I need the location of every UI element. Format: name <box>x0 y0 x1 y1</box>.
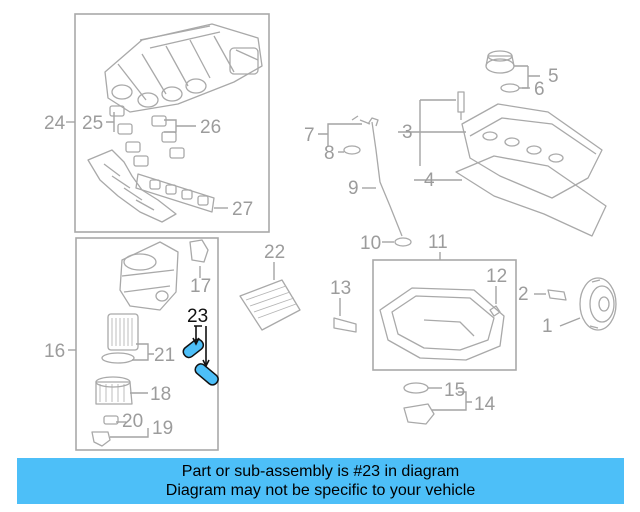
oil-cooler <box>239 279 301 331</box>
callout-leader-1 <box>559 317 581 327</box>
callout-6: 6 <box>534 79 545 100</box>
callout-leader-25 <box>106 112 115 132</box>
crankshaft-pulley <box>579 277 617 331</box>
valve-cover-gasket <box>455 155 607 237</box>
dipstick-tube-o-ring <box>394 237 412 247</box>
drain-plug-19 <box>91 431 111 447</box>
callout-14: 14 <box>474 394 496 415</box>
oil-filler-cap <box>485 50 515 74</box>
oil-filter-cap <box>95 376 133 405</box>
valve-cover <box>461 103 603 199</box>
callout-3: 3 <box>402 122 413 143</box>
info-banner-background <box>17 458 624 504</box>
callout-17: 17 <box>190 276 211 297</box>
callout-12: 12 <box>486 266 507 287</box>
intake-manifold-group-box <box>74 13 270 233</box>
o-ring-20 <box>103 415 119 425</box>
callout-22: 22 <box>264 242 285 263</box>
callout-leader-14 <box>432 391 472 411</box>
callout-leader-3 <box>398 99 466 166</box>
info-banner-line-2: Diagram may not be specific to your vehi… <box>165 482 476 499</box>
baffle-13 <box>333 317 357 333</box>
manifold-gasket-strip <box>135 173 215 213</box>
pcv-valve <box>457 91 465 120</box>
callout-23: 23 <box>187 306 208 327</box>
callout-leader-7 <box>318 123 362 146</box>
callout-8: 8 <box>324 143 335 164</box>
callout-18: 18 <box>150 384 171 405</box>
callout-11: 11 <box>428 232 448 253</box>
crankshaft-bolt <box>547 289 567 301</box>
filler-cap-seal <box>500 83 520 93</box>
callout-20: 20 <box>122 411 143 432</box>
callout-5: 5 <box>548 66 559 87</box>
oil-filter-housing <box>119 241 179 311</box>
housing-gasket-17 <box>189 239 209 263</box>
callout-21: 21 <box>154 345 175 366</box>
callout-19: 19 <box>152 418 173 439</box>
callout-13: 13 <box>330 278 351 299</box>
callout-leader-19 <box>110 428 149 438</box>
callout-9: 9 <box>348 178 359 199</box>
info-banner-line-1: Part or sub-assembly is #23 in diagram <box>181 463 460 480</box>
callout-27: 27 <box>232 199 253 220</box>
filter-o-ring <box>101 352 135 364</box>
callout-leader-26 <box>164 119 196 133</box>
callout-4: 4 <box>424 170 435 191</box>
gasket-23-lower <box>194 363 219 386</box>
callout-25: 25 <box>82 113 103 134</box>
drain-plug-12 <box>489 305 501 317</box>
gasket-23-upper <box>182 338 205 359</box>
callout-leader-23 <box>194 325 207 364</box>
callout-arrow-23 <box>192 337 210 368</box>
callout-2: 2 <box>518 284 529 305</box>
callout-10: 10 <box>360 233 381 254</box>
highlighted-part-23-gaskets <box>182 338 219 386</box>
callout-1: 1 <box>542 316 553 337</box>
oil-pump-pickup <box>403 382 435 425</box>
oil-dipstick <box>343 115 403 237</box>
oil-pan-group-box <box>372 259 517 371</box>
intake-manifold <box>104 23 263 113</box>
oil-filter-element <box>107 313 139 351</box>
manifold-gaskets <box>109 105 185 167</box>
lower-manifold-runner <box>87 149 177 223</box>
callout-16: 16 <box>44 341 65 362</box>
callout-7: 7 <box>304 125 315 146</box>
callout-26: 26 <box>200 117 221 138</box>
info-banner: Part or sub-assembly is #23 in diagram D… <box>17 458 624 504</box>
oil-filter-housing-group-box <box>75 237 219 451</box>
callout-leader-21 <box>132 343 154 361</box>
oil-pan <box>379 287 505 361</box>
callout-15: 15 <box>444 380 465 401</box>
callout-24: 24 <box>44 113 66 134</box>
